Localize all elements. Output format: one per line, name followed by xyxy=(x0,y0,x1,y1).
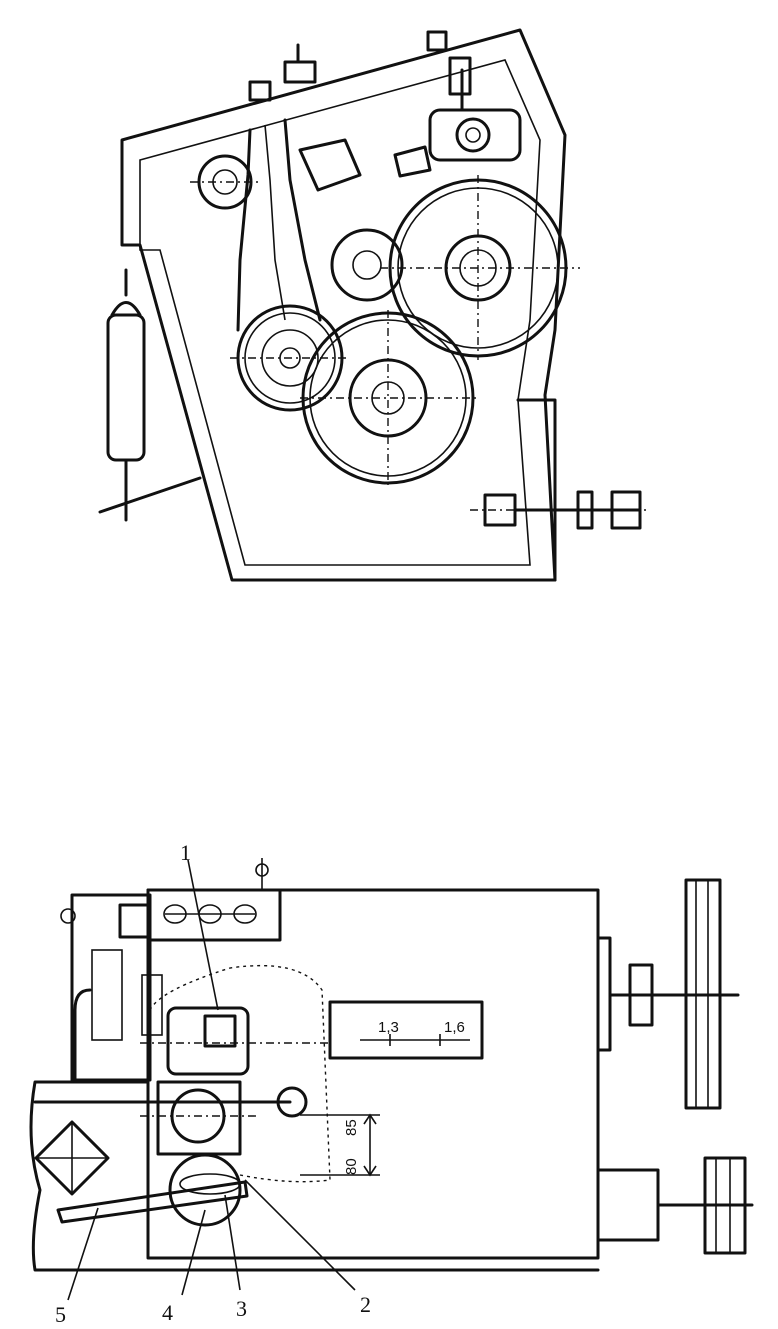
scale-label-left: 1,3 xyxy=(378,1019,399,1036)
lever xyxy=(58,1182,247,1222)
drive-motor xyxy=(140,1008,330,1074)
left-casing xyxy=(31,1082,598,1270)
dim-85: 85 xyxy=(343,1119,360,1136)
drive-belt xyxy=(238,120,320,330)
right-pulley-lower xyxy=(598,1158,752,1253)
large-gear-right xyxy=(380,175,580,360)
bottom-plan-figure: 1,3 1,6 xyxy=(31,840,752,1327)
callout-3: 3 xyxy=(236,1296,247,1321)
right-pulley-upper xyxy=(598,880,738,1108)
shaft-box xyxy=(35,1082,290,1154)
hanging-cylinder xyxy=(100,270,200,520)
large-gear-lower xyxy=(300,310,480,485)
callout-1: 1 xyxy=(180,840,191,865)
housing-outline xyxy=(122,30,565,580)
crank-part xyxy=(170,1155,240,1225)
dim-80: 80 xyxy=(343,1158,360,1175)
terminal-block xyxy=(148,858,280,940)
upper-right-bearing xyxy=(430,70,520,160)
output-shaft xyxy=(470,492,650,528)
pulley-left xyxy=(230,306,350,410)
vertical-dimension xyxy=(300,1115,380,1175)
callout-2: 2 xyxy=(360,1292,371,1317)
scale-label-right: 1,6 xyxy=(444,1019,465,1036)
top-bolts xyxy=(250,32,470,100)
callout-4: 4 xyxy=(162,1300,173,1325)
top-gearbox-figure xyxy=(100,30,650,580)
tensioner-block xyxy=(300,140,430,190)
callout-5: 5 xyxy=(55,1302,66,1327)
